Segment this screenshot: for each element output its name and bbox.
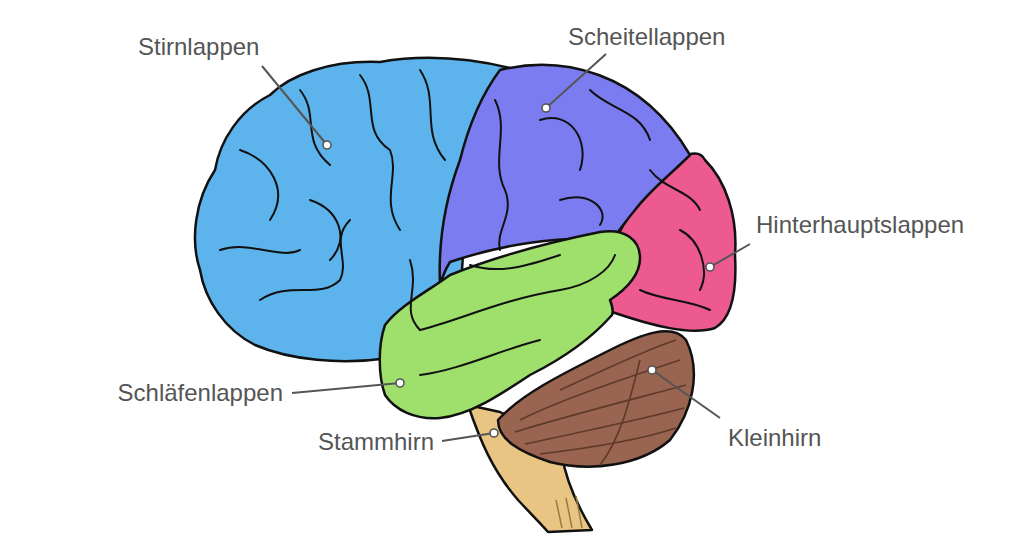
part-label: Stirnlappen xyxy=(138,35,259,59)
leader-dots xyxy=(323,104,714,437)
leader-lines xyxy=(262,54,750,441)
stem-stripes xyxy=(556,496,582,528)
gyri-lines xyxy=(220,70,710,375)
part-label: Stammhirn xyxy=(318,430,434,454)
part-label: Kleinhirn xyxy=(728,426,821,450)
part-label: Hinterhauptslappen xyxy=(756,213,964,237)
temporal-lobe xyxy=(380,231,640,418)
part-label: Scheitellappen xyxy=(568,25,725,49)
part-label: Schläfenlappen xyxy=(118,381,283,405)
